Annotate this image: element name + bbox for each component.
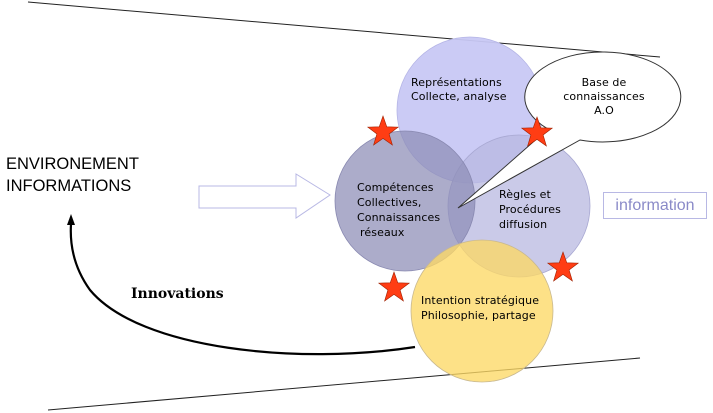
- representations-label: Représentations Collecte, analyse: [411, 76, 507, 104]
- funnel-top-line: [27, 1, 661, 58]
- star-icon: [546, 251, 580, 282]
- competences-label: Compétences Collectives, Connaissances r…: [357, 180, 440, 240]
- input-arrow-icon: [198, 173, 331, 219]
- funnel-bottom-line: [47, 357, 641, 411]
- intention-line-1: Intention stratégique: [421, 294, 540, 307]
- environment-line-2: INFORMATIONS: [6, 177, 132, 195]
- regles-label: Règles et Procédures diffusion: [499, 187, 561, 232]
- callout-line-2: connaissances: [563, 90, 645, 103]
- intention-line-2: Philosophie, partage: [421, 309, 536, 322]
- star-icon: [366, 115, 400, 146]
- circle-intention: [410, 239, 554, 383]
- information-box: information: [603, 192, 707, 219]
- innovations-label: Innovations: [131, 286, 224, 302]
- representations-line-1: Représentations: [411, 76, 502, 89]
- environment-line-1: ENVIRONEMENT: [6, 155, 139, 173]
- intention-label: Intention stratégique Philosophie, parta…: [421, 293, 539, 323]
- innovations-arrow: [69, 223, 416, 356]
- callout-line-3: A.O: [594, 104, 614, 117]
- star-icon: [520, 116, 554, 147]
- callout-bubble: [457, 51, 682, 209]
- competences-line-2: Collectives,: [357, 196, 422, 209]
- innovations-arrowhead-icon: [67, 214, 75, 225]
- regles-line-2: Procédures: [499, 203, 561, 216]
- callout-label: Base de connaissances A.O: [552, 76, 656, 118]
- callout-line-1: Base de: [581, 76, 627, 89]
- competences-line-1: Compétences: [357, 181, 434, 194]
- competences-line-4: réseaux: [360, 226, 405, 239]
- representations-line-2: Collecte, analyse: [411, 90, 507, 103]
- competences-line-3: Connaissances: [357, 211, 441, 224]
- circle-competences: [334, 130, 476, 272]
- regles-line-3: diffusion: [499, 218, 548, 231]
- environment-label: ENVIRONEMENT INFORMATIONS: [6, 153, 139, 197]
- regles-line-1: Règles et: [499, 188, 551, 201]
- star-icon: [377, 271, 411, 302]
